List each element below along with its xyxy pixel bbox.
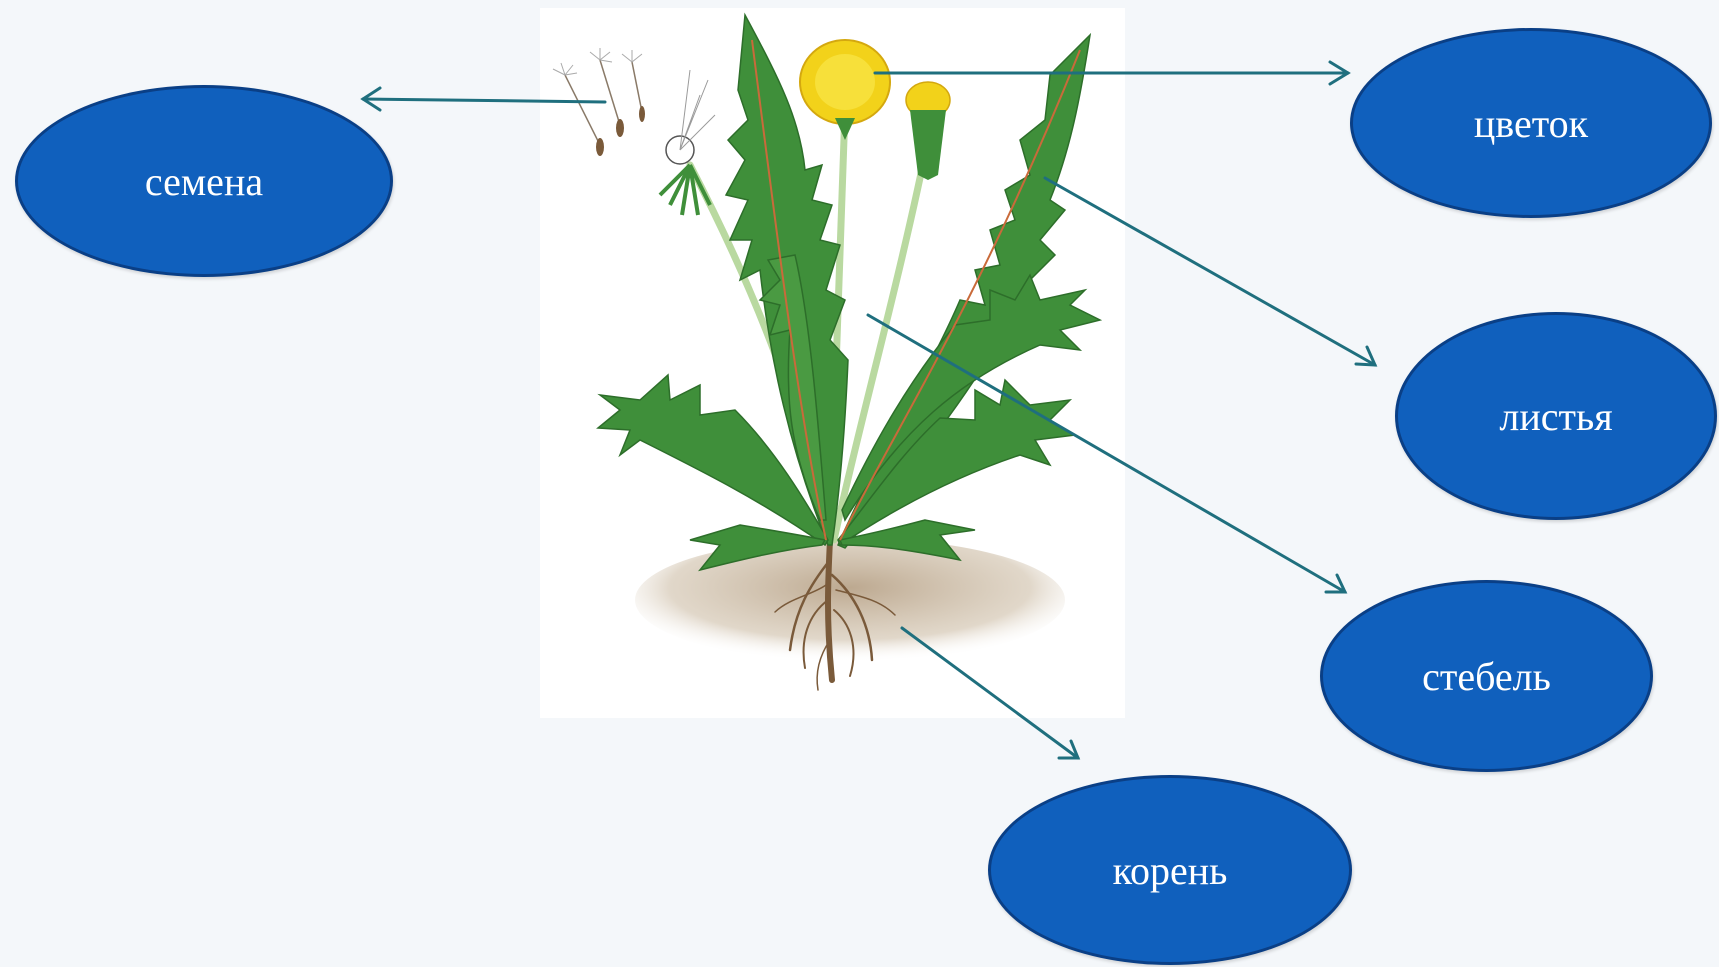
label-oval-root: корень bbox=[988, 775, 1352, 965]
soil bbox=[635, 538, 1065, 662]
label-flower: цветок bbox=[1474, 100, 1588, 147]
label-seeds: семена bbox=[145, 158, 263, 205]
label-stem: стебель bbox=[1422, 653, 1551, 700]
flower-illustration bbox=[800, 40, 950, 180]
label-leaves: листья bbox=[1499, 393, 1612, 440]
label-oval-leaves: листья bbox=[1395, 312, 1717, 520]
label-oval-flower: цветок bbox=[1350, 28, 1712, 218]
label-root: корень bbox=[1113, 847, 1228, 894]
label-oval-stem: стебель bbox=[1320, 580, 1653, 772]
label-oval-seeds: семена bbox=[15, 85, 393, 277]
arrow-to-root bbox=[902, 628, 1078, 758]
arrow-to-leaves bbox=[1045, 178, 1375, 365]
arrow-to-seeds bbox=[363, 99, 605, 102]
